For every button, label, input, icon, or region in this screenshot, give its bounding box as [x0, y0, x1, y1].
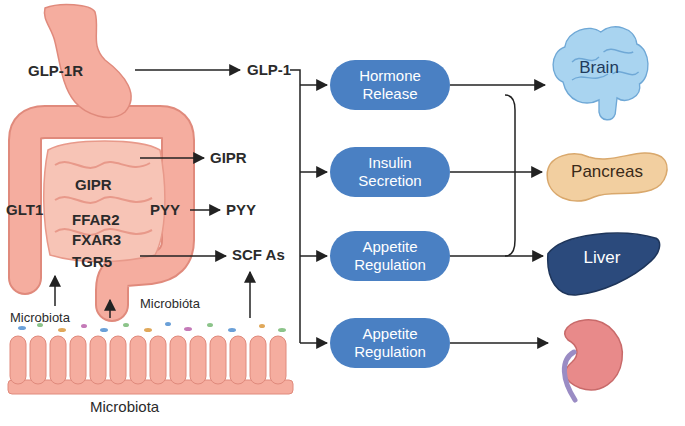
part-label: GLT1 [6, 201, 43, 218]
part-label: FFAR2 [72, 211, 120, 228]
part-label: GIPR [75, 176, 112, 193]
microbiota-dots [165, 322, 171, 326]
microbiota-dots [18, 326, 26, 330]
node-label: Appetite Regulation [346, 325, 434, 361]
intestinal-villi [150, 336, 166, 384]
intestinal-villi [110, 336, 126, 384]
kidney-organ [564, 352, 575, 400]
microbiota-dots [81, 324, 87, 328]
pancreas-organ-outline [547, 153, 667, 201]
signal-arrows [135, 69, 240, 71]
kidney-organ [564, 320, 622, 400]
part-label: TGR5 [72, 253, 112, 270]
small-intestine [55, 162, 150, 168]
part-label: GIPR [210, 149, 247, 166]
process-box: Appetite Regulation [330, 318, 450, 368]
organ-fold [604, 49, 634, 53]
liver-organ-outline [548, 233, 660, 295]
microbiota-dots [207, 323, 213, 327]
intestinal-villi [30, 336, 46, 384]
pancreas-organ: Pancreas [542, 135, 672, 210]
intestinal-villi [210, 336, 226, 384]
distribution-lines [505, 95, 515, 256]
intestinal-villi [10, 336, 26, 384]
process-box: Hormone Release [330, 60, 450, 110]
microbiota-dots [100, 328, 108, 332]
part-label: Microbiota [10, 310, 70, 325]
brain-organ: Brain [545, 22, 653, 127]
distribution-lines [300, 342, 327, 344]
part-label: FXAR3 [72, 231, 121, 248]
intestinal-villi [8, 336, 293, 394]
part-label: Microbiota [90, 398, 159, 415]
microbiota-dots [123, 323, 129, 327]
intestinal-villi [230, 336, 246, 384]
node-label: Pancreas [571, 162, 643, 182]
part-label: PYY [150, 201, 180, 218]
stomach [44, 5, 131, 118]
signal-arrows [55, 70, 250, 318]
intestinal-villi [50, 336, 66, 384]
distribution-lines [290, 70, 300, 343]
intestinal-villi [130, 336, 146, 384]
intestinal-villi [270, 336, 286, 384]
node-label: Liver [584, 248, 621, 268]
node-label: Brain [579, 58, 619, 78]
process-box: Appetite Regulation [330, 231, 450, 281]
intestinal-villi [190, 336, 206, 384]
signal-arrows [140, 157, 204, 159]
signal-arrows [109, 300, 111, 318]
flow-arrow [450, 84, 545, 86]
distribution-lines [300, 171, 327, 173]
intestinal-villi [8, 380, 293, 394]
part-label: GLP-1R [28, 62, 83, 79]
microbiota-dots [184, 327, 192, 331]
intestinal-villi [170, 336, 186, 384]
microbiota-dots [144, 328, 152, 332]
part-label: SCF As [232, 246, 285, 263]
small-intestine [55, 197, 152, 203]
signal-arrows [249, 272, 251, 318]
microbiota-dots [259, 324, 265, 328]
process-box: Insulin Secretion [330, 147, 450, 197]
microbiota-dots [228, 328, 236, 332]
small-intestine [44, 141, 165, 262]
microbiota-dots [58, 328, 66, 332]
part-label: Microbióta [140, 296, 200, 311]
stomach [44, 5, 131, 118]
intestinal-villi [70, 336, 86, 384]
liver-organ: Liver [543, 228, 661, 300]
small-intestine [44, 141, 165, 262]
part-label: PYY [226, 201, 256, 218]
signal-arrows [140, 255, 226, 257]
intestinal-villi [90, 336, 106, 384]
signal-arrows [190, 209, 220, 211]
distribution-lines [300, 255, 327, 257]
distribution-lines [290, 70, 548, 343]
node-label: Appetite Regulation [346, 238, 434, 274]
node-label: Hormone Release [346, 67, 434, 103]
part-label: GLP-1 [247, 61, 291, 78]
signal-arrows [54, 276, 56, 306]
brain-organ-outline [553, 27, 648, 120]
flow-arrow [450, 171, 542, 173]
microbiota-dots [278, 328, 286, 332]
node-label: Insulin Secretion [346, 154, 434, 190]
intestinal-villi [250, 336, 266, 384]
distribution-lines [300, 84, 327, 86]
distribution-lines [450, 342, 548, 344]
flow-arrow [450, 255, 543, 257]
